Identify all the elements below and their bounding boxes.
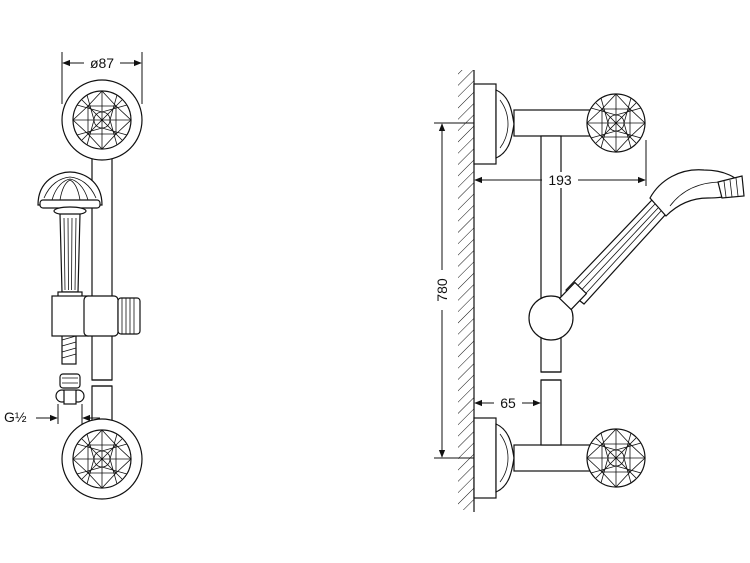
side-view: 193 780 65 bbox=[434, 70, 745, 512]
side-wall bbox=[458, 70, 475, 512]
dimension-bar-projection: 193 bbox=[474, 140, 647, 188]
dimension-bar-projection-label: 193 bbox=[548, 172, 572, 188]
front-wall-connector bbox=[55, 373, 85, 405]
side-top-bracket bbox=[473, 83, 646, 165]
front-view: ø87 G½ bbox=[4, 52, 143, 500]
dimension-thread-label: G½ bbox=[4, 409, 27, 425]
dimension-wall-offset: 65 bbox=[474, 392, 542, 442]
front-top-rosette bbox=[61, 79, 143, 161]
front-slider-holder bbox=[51, 295, 141, 337]
dimension-wall-offset-label: 65 bbox=[500, 395, 516, 411]
dimension-bar-length: 780 bbox=[434, 122, 474, 459]
dimension-rosette-diameter-label: ø87 bbox=[90, 55, 114, 71]
dimension-thread: G½ bbox=[4, 404, 100, 425]
dimension-rosette-diameter: ø87 bbox=[61, 52, 143, 104]
side-hand-shower bbox=[558, 169, 745, 311]
dimension-bar-length-label: 780 bbox=[434, 278, 450, 302]
front-bottom-rosette bbox=[61, 418, 143, 500]
side-bottom-bracket bbox=[473, 417, 646, 499]
side-slider-ball bbox=[528, 295, 574, 341]
